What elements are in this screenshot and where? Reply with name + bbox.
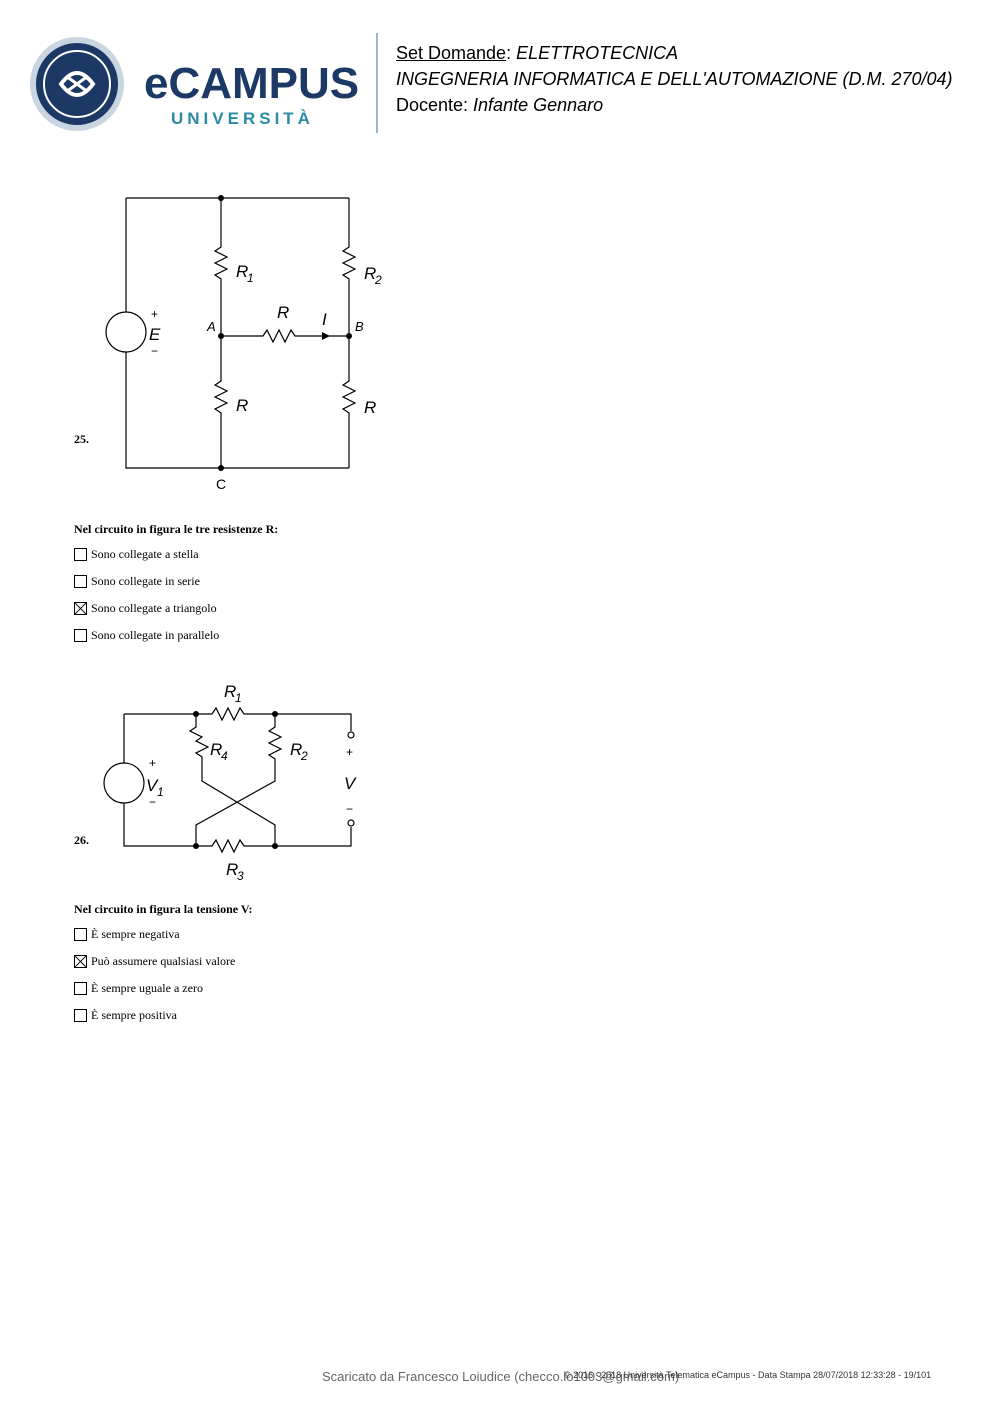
label-current: I	[322, 310, 327, 329]
answer-option[interactable]: Sono collegate in parallelo	[74, 627, 219, 643]
label-r4: R	[210, 740, 222, 759]
copyright-footer: © 2016 - 2018 Università Telematica eCam…	[564, 1370, 932, 1380]
option-label: Può assumere qualsiasi valore	[91, 953, 236, 968]
label-plus: +	[151, 307, 158, 321]
question-text: Nel circuito in figura la tensione V:	[74, 902, 253, 916]
option-label: Sono collegate a triangolo	[91, 600, 217, 615]
option-label: È sempre positiva	[91, 1007, 177, 1022]
label-r3-sub: 3	[237, 869, 244, 883]
label-output-plus: +	[346, 745, 353, 759]
header-info: Set Domande: ELETTROTECNICA INGEGNERIA I…	[396, 40, 996, 118]
label-output-minus: −	[346, 802, 353, 816]
set-label: Set Domande	[396, 43, 507, 63]
answer-option[interactable]: È sempre uguale a zero	[74, 980, 203, 996]
answer-option[interactable]: Sono collegate in serie	[74, 573, 200, 589]
label-r2-sub: 2	[300, 749, 308, 763]
label-r3: R	[226, 860, 238, 879]
option-label: È sempre negativa	[91, 926, 180, 941]
label-node-c: C	[216, 476, 226, 492]
question-number: 26.	[74, 833, 89, 847]
label-r-left: R	[236, 396, 248, 415]
ecampus-logo: eCAMPUS UNIVERSITÀ	[28, 36, 363, 136]
answer-option[interactable]: È sempre positiva	[74, 1007, 177, 1023]
answer-option[interactable]: Sono collegate a triangolo	[74, 600, 217, 616]
option-label: Sono collegate a stella	[91, 546, 199, 561]
option-label: Sono collegate in serie	[91, 573, 200, 588]
course-title: INGEGNERIA INFORMATICA E DELL'AUTOMAZION…	[396, 69, 953, 89]
circuit-diagram-q25: R 1 R 2 R I A B R R E C + −	[105, 195, 382, 492]
label-r2-sub: 2	[374, 273, 382, 287]
checkbox-checked[interactable]	[74, 954, 87, 968]
answer-option[interactable]: Può assumere qualsiasi valore	[74, 953, 235, 969]
label-r-right: R	[364, 398, 376, 417]
set-value: ELETTROTECNICA	[516, 43, 679, 63]
label-source-v1: V	[146, 776, 159, 795]
label-output-v: V	[344, 774, 357, 793]
label-r1-sub: 1	[235, 691, 242, 705]
answer-option[interactable]: Sono collegate a stella	[74, 546, 199, 562]
header-divider	[376, 33, 378, 133]
label-minus: −	[151, 344, 158, 358]
label-r2: R	[290, 740, 302, 759]
logo-subtitle: UNIVERSITÀ	[171, 109, 314, 128]
option-label: È sempre uguale a zero	[91, 980, 203, 995]
label-r1-sub: 1	[247, 271, 254, 285]
teacher-label: Docente:	[396, 95, 474, 115]
label-r1: R	[224, 682, 236, 701]
label-plus: +	[149, 756, 156, 770]
label-source-e: E	[149, 325, 161, 344]
label-minus: −	[149, 795, 156, 809]
download-note: Scaricato da Francesco Loiudice (checco.…	[322, 1369, 680, 1384]
checkbox[interactable]	[74, 628, 87, 642]
checkbox[interactable]	[74, 547, 87, 561]
label-r1: R	[236, 262, 248, 281]
checkbox[interactable]	[74, 981, 87, 995]
answer-option[interactable]: È sempre negativa	[74, 926, 180, 942]
label-node-b: B	[355, 319, 364, 334]
label-node-a: A	[206, 319, 216, 334]
label-r-middle: R	[277, 303, 289, 322]
checkbox[interactable]	[74, 1008, 87, 1022]
question-number: 25.	[74, 432, 89, 446]
label-r4-sub: 4	[221, 749, 228, 763]
label-source-v1-sub: 1	[157, 785, 164, 799]
set-line: Set Domande: ELETTROTECNICA	[396, 43, 679, 63]
ecampus-logo-graphic: eCAMPUS UNIVERSITÀ	[30, 37, 359, 131]
option-label: Sono collegate in parallelo	[91, 627, 220, 642]
logo-wordmark: eCAMPUS	[144, 59, 359, 108]
checkbox-checked[interactable]	[74, 601, 87, 615]
question-text: Nel circuito in figura le tre resistenze…	[74, 522, 279, 536]
label-r2: R	[364, 264, 376, 283]
checkbox[interactable]	[74, 927, 87, 941]
teacher-line: Docente: Infante Gennaro	[396, 92, 996, 118]
teacher-name: Infante Gennaro	[473, 95, 604, 115]
checkbox[interactable]	[74, 574, 87, 588]
circuit-diagram-q26: R 1 R 4 R 2 R 3 V 1 V + − + −	[103, 682, 357, 883]
